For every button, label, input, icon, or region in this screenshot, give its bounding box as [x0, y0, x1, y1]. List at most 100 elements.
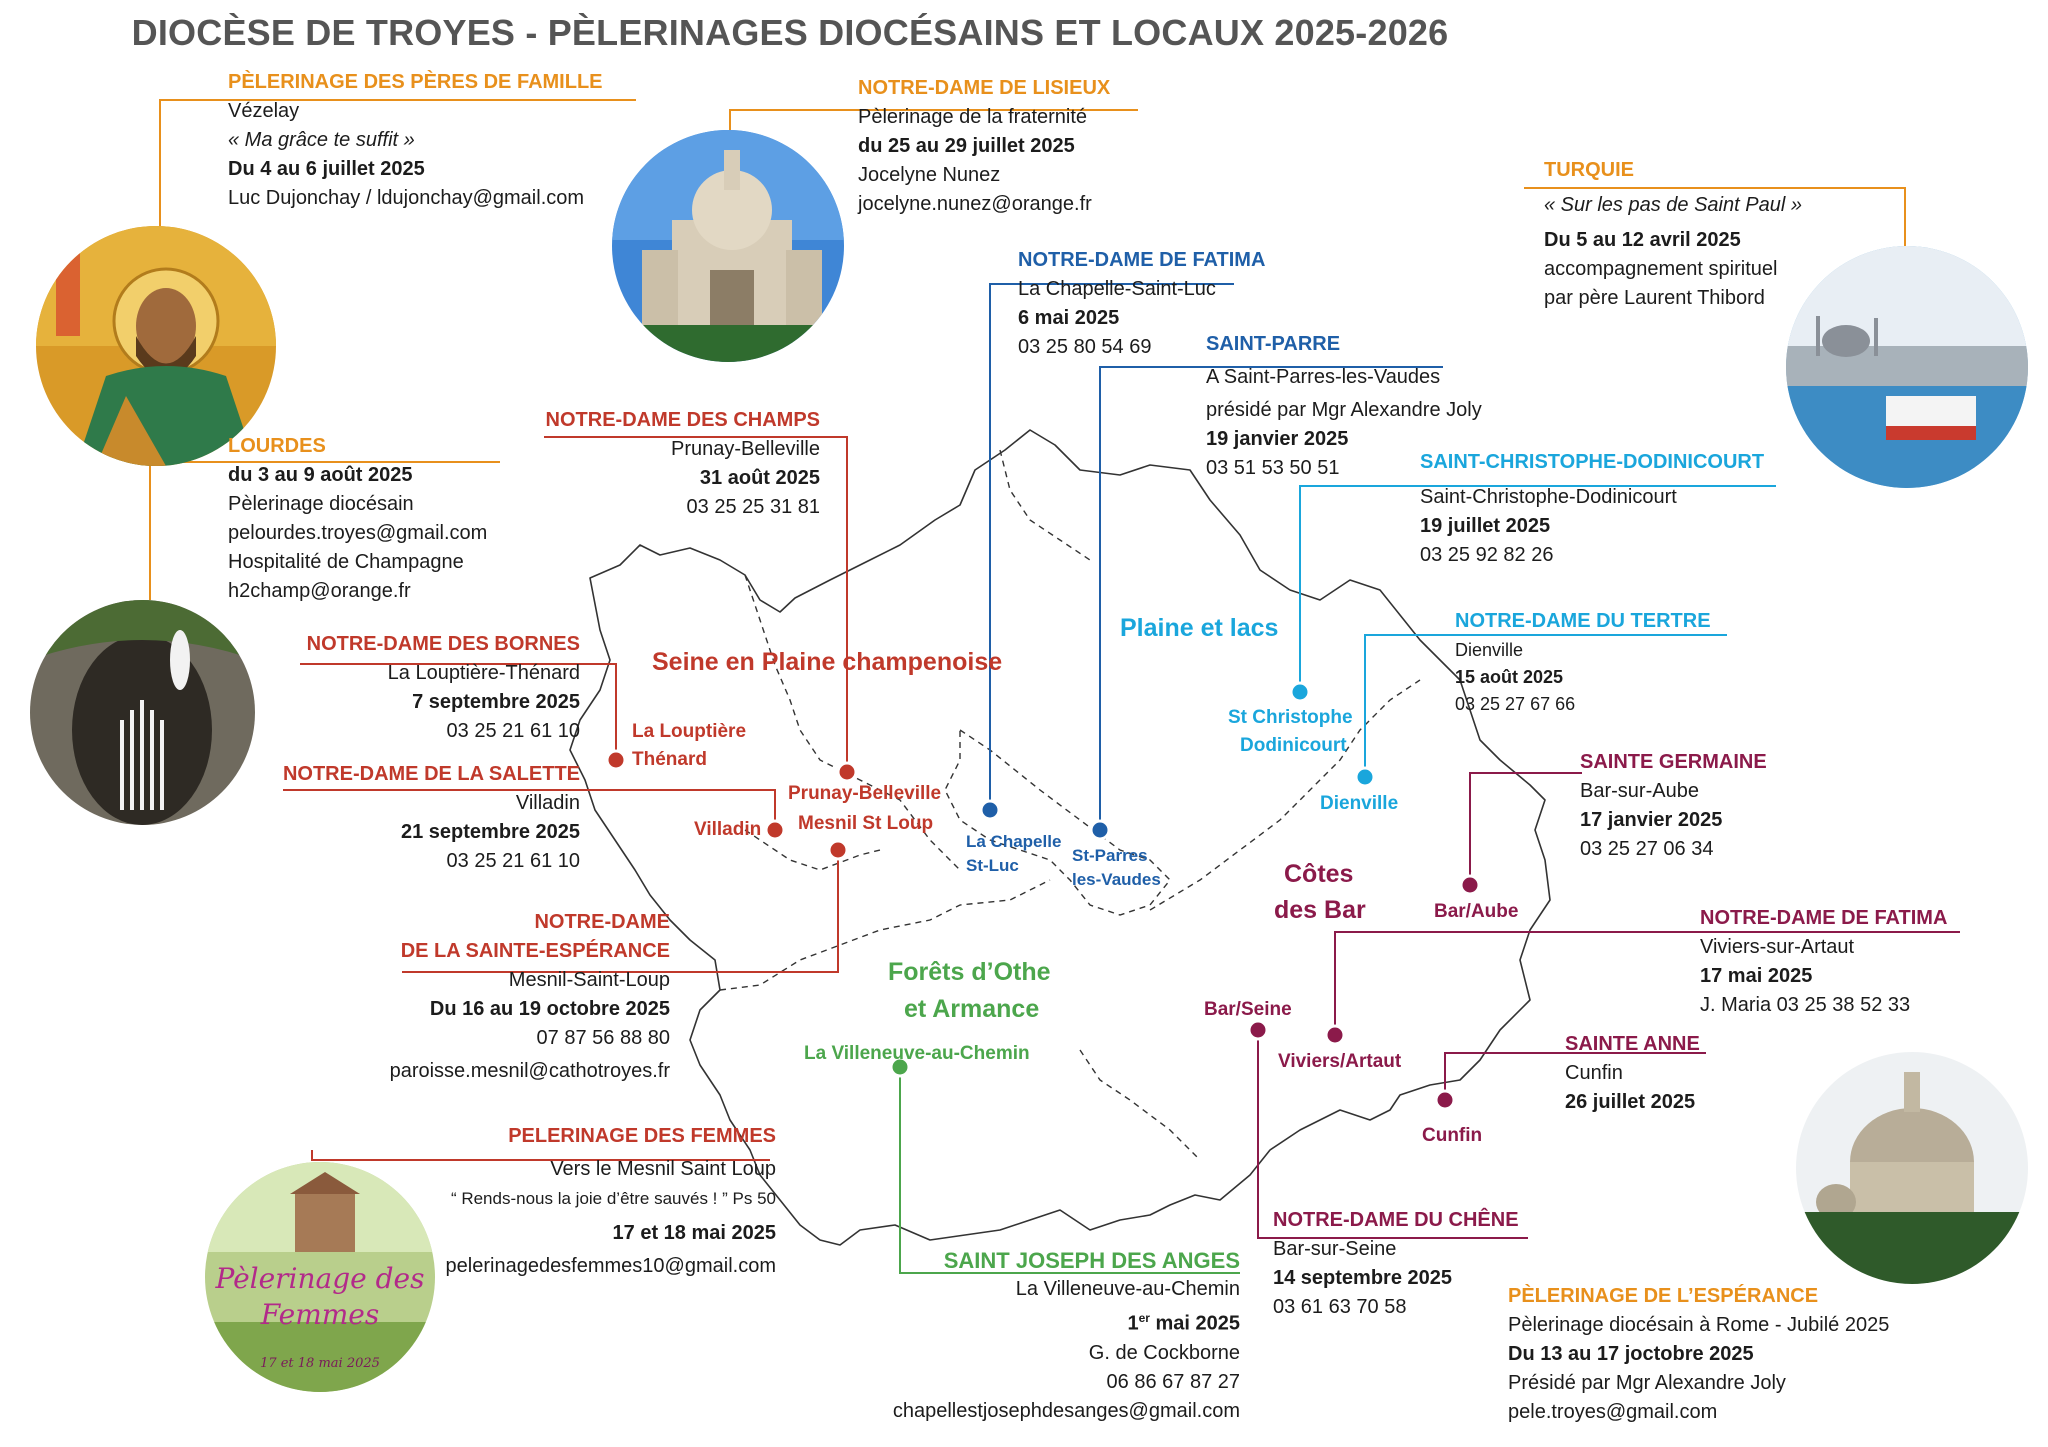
card-title: TURQUIE [1544, 159, 1634, 181]
card-date: 15 août 2025 [1455, 667, 1564, 687]
border-forets [719, 879, 1051, 991]
card-saint-joseph: SAINT JOSEPH DES ANGES La Villeneuve-au-… [840, 1246, 1240, 1426]
marker-louptiere [605, 749, 627, 771]
place-prunay: Prunay-Belleville [788, 783, 942, 804]
card-champs: NOTRE-DAME DES CHAMPS Prunay-Belleville … [540, 406, 820, 522]
card-place: Mesnil-Saint-Loup [508, 969, 670, 991]
card-title: SAINT JOSEPH DES ANGES [943, 1248, 1240, 1273]
border-troyes [944, 728, 1171, 916]
card-date: 21 septembre 2025 [400, 821, 580, 843]
card-quote: « Ma grâce te suffit » [228, 129, 415, 151]
card-date: Du 5 au 12 avril 2025 [1544, 229, 1741, 251]
place-bar-aube: Bar/Aube [1434, 901, 1519, 922]
marker-viviers [1324, 1024, 1346, 1046]
card-date: Du 13 au 17 joctobre 2025 [1508, 1343, 1754, 1365]
card-date: 26 juillet 2025 [1565, 1091, 1696, 1113]
marker-villadin [764, 819, 786, 841]
card-title: PÈLERINAGE DE L’ESPÉRANCE [1508, 1285, 1819, 1307]
place-bar-seine: Bar/Seine [1204, 999, 1292, 1020]
femmes-logo-title-1: Pèlerinage des [215, 1262, 425, 1295]
card-place: Bar-sur-Aube [1580, 780, 1699, 802]
marker-stparres [1089, 819, 1111, 841]
card-chene: NOTRE-DAME DU CHÊNE Bar-sur-Seine 14 sep… [1273, 1206, 1519, 1322]
card-place: Viviers-sur-Artaut [1700, 936, 1855, 958]
place-stchristophe-2: Dodinicourt [1240, 735, 1347, 756]
saint-joseph-icon-photo [36, 226, 276, 466]
card-date: 17 et 18 mai 2025 [612, 1222, 776, 1244]
card-email: chapellestjosephdesanges@gmail.com [892, 1399, 1240, 1422]
card-date: 17 mai 2025 [1700, 965, 1813, 987]
card-phone: 03 25 92 82 26 [1420, 544, 1554, 566]
card-line: Pèlerinage diocésain à Rome - Jubilé 202… [1508, 1314, 1890, 1336]
card-germaine: SAINTE GERMAINE Bar-sur-Aube 17 janvier … [1580, 748, 1767, 864]
marker-mesnil [827, 839, 849, 861]
place-villadin: Villadin [694, 819, 762, 840]
card-place: La Chapelle-Saint-Luc [1018, 278, 1216, 300]
femmes-logo-date: 17 et 18 mai 2025 [260, 1356, 380, 1371]
marker-chapelle [979, 799, 1001, 821]
card-title: PÈLERINAGE DES PÈRES DE FAMILLE [228, 71, 603, 93]
border-north [999, 449, 1091, 561]
card-fatima-chapelle: NOTRE-DAME DE FATIMA La Chapelle-Saint-L… [1018, 246, 1265, 362]
card-title: NOTRE-DAME DES CHAMPS [545, 409, 820, 431]
card-title: SAINTE ANNE [1565, 1033, 1700, 1055]
card-title: NOTRE-DAME DE FATIMA [1018, 249, 1266, 271]
border-central-west [744, 829, 881, 871]
card-date: du 25 au 29 juillet 2025 [858, 135, 1075, 157]
card-phone: 03 25 80 54 69 [1018, 336, 1152, 358]
marker-stchristophe [1289, 681, 1311, 703]
card-email: jocelyne.nunez@orange.fr [858, 193, 1092, 215]
card-contact: Jocelyne Nunez [858, 164, 1001, 186]
card-date: 14 septembre 2025 [1273, 1267, 1453, 1289]
card-date: 19 juillet 2025 [1420, 515, 1551, 537]
card-place: Saint-Christophe-Dodinicourt [1420, 486, 1677, 508]
card-line: Pèlerinage de la fraternité [858, 106, 1088, 128]
card-date: Du 4 au 6 juillet 2025 [228, 158, 425, 180]
card-place: Prunay-Belleville [671, 438, 820, 460]
card-phone: 03 25 21 61 10 [446, 850, 580, 872]
card-title: SAINT-PARRE [1206, 333, 1341, 355]
region-seine-plaine: Seine en Plaine champenoise [652, 648, 1003, 676]
card-lisieux: NOTRE-DAME DE LISIEUX Pèlerinage de la f… [858, 74, 1110, 219]
card-title: NOTRE-DAME [534, 911, 670, 933]
card-tertre: NOTRE-DAME DU TERTRE Dienville 15 août 2… [1455, 608, 1711, 718]
card-esperance-rome: PÈLERINAGE DE L’ESPÉRANCE Pèlerinage dio… [1508, 1282, 1889, 1427]
border-cotes [1149, 679, 1421, 911]
marker-prunay [836, 761, 858, 783]
card-title: NOTRE-DAME DU CHÊNE [1273, 1209, 1519, 1231]
card-phone: 03 25 25 31 81 [686, 496, 820, 518]
femmes-logo-title-2: Femmes [260, 1298, 380, 1331]
card-bornes: NOTRE-DAME DES BORNES La Louptière-Théna… [280, 630, 580, 746]
card-line: par père Laurent Thibord [1544, 287, 1765, 309]
place-viviers: Viviers/Artaut [1278, 1051, 1402, 1072]
saint-peter-rome-photo [1796, 1052, 2028, 1284]
card-line: Hospitalité de Champagne [228, 551, 464, 573]
card-quote: « Sur les pas de Saint Paul » [1544, 194, 1802, 216]
card-contact: J. Maria 03 25 38 52 33 [1700, 994, 1911, 1016]
card-place: Cunfin [1565, 1062, 1623, 1084]
place-stchristophe-1: St Christophe [1228, 707, 1353, 728]
place-villeneuve: La Villeneuve-au-Chemin [804, 1043, 1030, 1064]
card-saint-parre: SAINT-PARRE A Saint-Parres-les-Vaudes pr… [1206, 330, 1482, 483]
card-title: PELERINAGE DES FEMMES [508, 1125, 776, 1147]
card-email: paroisse.mesnil@cathotroyes.fr [389, 1060, 670, 1082]
card-phone: 07 87 56 88 80 [536, 1027, 670, 1049]
card-phone: 03 25 27 67 66 [1455, 694, 1576, 714]
place-chapelle-2: St-Luc [966, 856, 1019, 875]
card-title: DE LA SAINTE-ESPÉRANCE [400, 940, 670, 962]
place-stparres-2: les-Vaudes [1072, 870, 1161, 889]
region-cotes-bar-2: des Bar [1274, 896, 1366, 924]
card-place: Dienville [1455, 640, 1524, 660]
card-place: Villadin [515, 792, 580, 814]
card-email: pele.troyes@gmail.com [1508, 1401, 1718, 1423]
lourdes-grotto-photo [30, 600, 255, 825]
card-phone: 03 25 21 61 10 [446, 720, 580, 742]
card-contact: G. de Cockborne [1088, 1341, 1240, 1364]
card-place: Bar-sur-Seine [1273, 1238, 1397, 1260]
marker-bar-aube [1459, 874, 1481, 896]
marker-dienville [1354, 766, 1376, 788]
card-turquie: TURQUIE « Sur les pas de Saint Paul » Du… [1544, 156, 1802, 313]
card-title: SAINT-CHRISTOPHE-DODINICOURT [1420, 451, 1765, 473]
card-peres-famille: PÈLERINAGE DES PÈRES DE FAMILLE Vézelay … [228, 68, 603, 213]
